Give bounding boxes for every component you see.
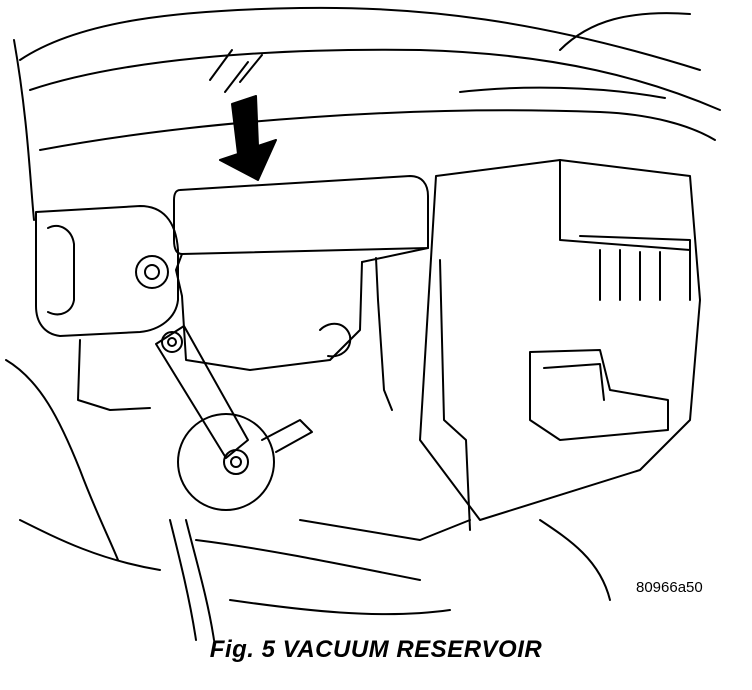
- hood-panel: [20, 8, 720, 150]
- hvac-housing: [420, 160, 700, 530]
- vacuum-reservoir: [174, 176, 428, 410]
- down-arrow-icon: [220, 96, 276, 180]
- lower-hoses: [170, 520, 610, 640]
- figure-reference-code: 80966a50: [636, 579, 703, 596]
- linkage-arm: [156, 326, 312, 510]
- mounting-bracket: [36, 206, 178, 410]
- figure-caption: Fig. 5 VACUUM RESERVOIR: [209, 636, 543, 663]
- fender-outline: [6, 40, 160, 570]
